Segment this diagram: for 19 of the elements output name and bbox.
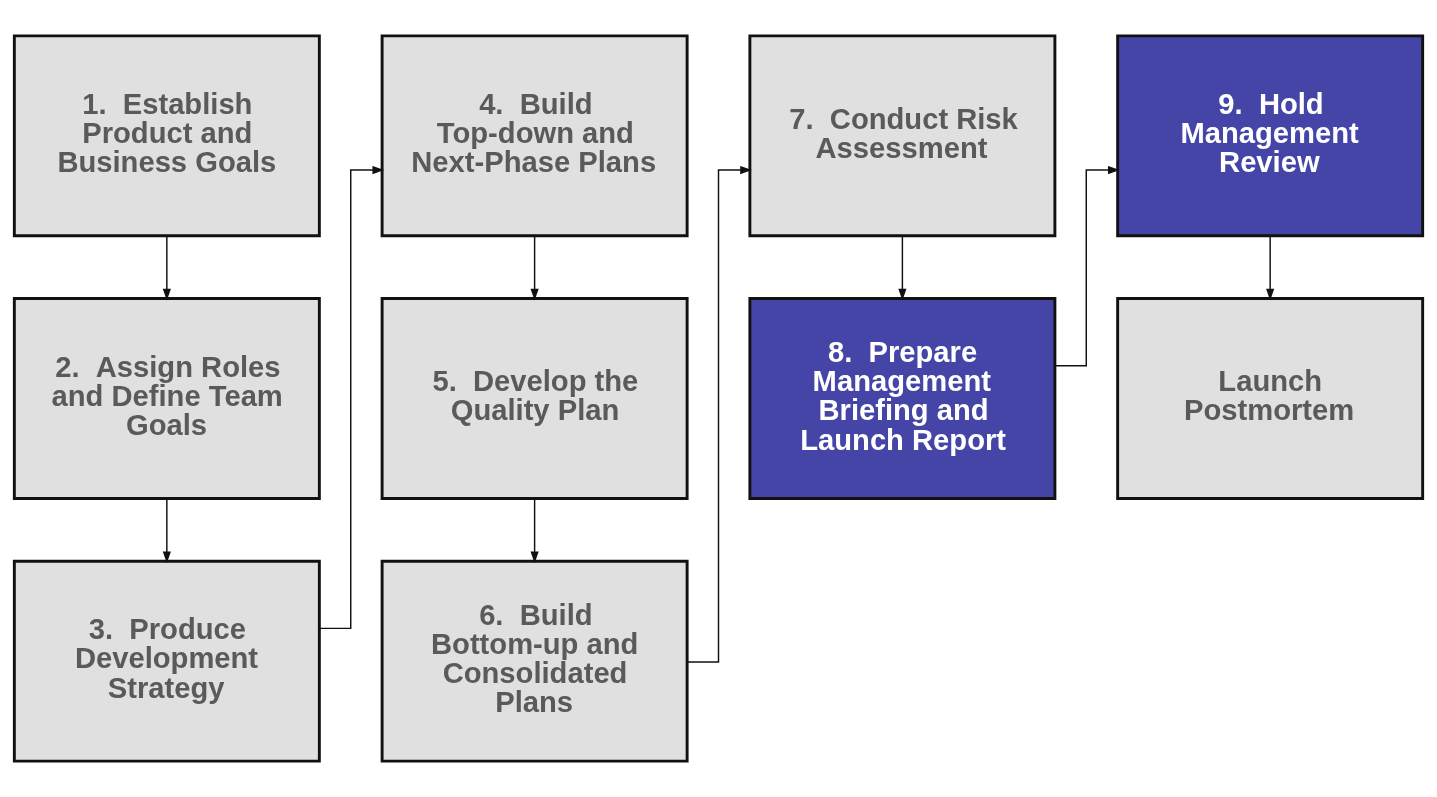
arrow: [1266, 235, 1275, 301]
arrow: [318, 166, 385, 630]
arrow: [686, 166, 752, 663]
node-box: 9. Hold Management Review: [1116, 34, 1425, 238]
node-box: 5. Develop the Quality Plan: [380, 297, 689, 500]
arrow: [162, 497, 171, 564]
node-box: 1. Establish Product and Business Goals: [12, 34, 321, 238]
node-box: 2. Assign Roles and Define Team Goals: [12, 297, 321, 500]
node-box: 3. Produce Development Strategy: [12, 559, 321, 763]
arrow: [1054, 166, 1120, 367]
node-box: 6. Build Bottom-up and Consolidated Plans: [380, 559, 689, 763]
arrow: [162, 235, 171, 301]
arrow: [530, 235, 539, 301]
node-box: 4. Build Top-down and Next-Phase Plans: [380, 34, 689, 238]
node-box: 7. Conduct Risk Assessment: [748, 34, 1057, 238]
node-box: Launch Postmortem: [1116, 297, 1425, 500]
arrow: [530, 497, 539, 564]
node-box: 8. Prepare Management Briefing and Launch Report: [748, 297, 1057, 500]
arrow: [898, 235, 907, 301]
